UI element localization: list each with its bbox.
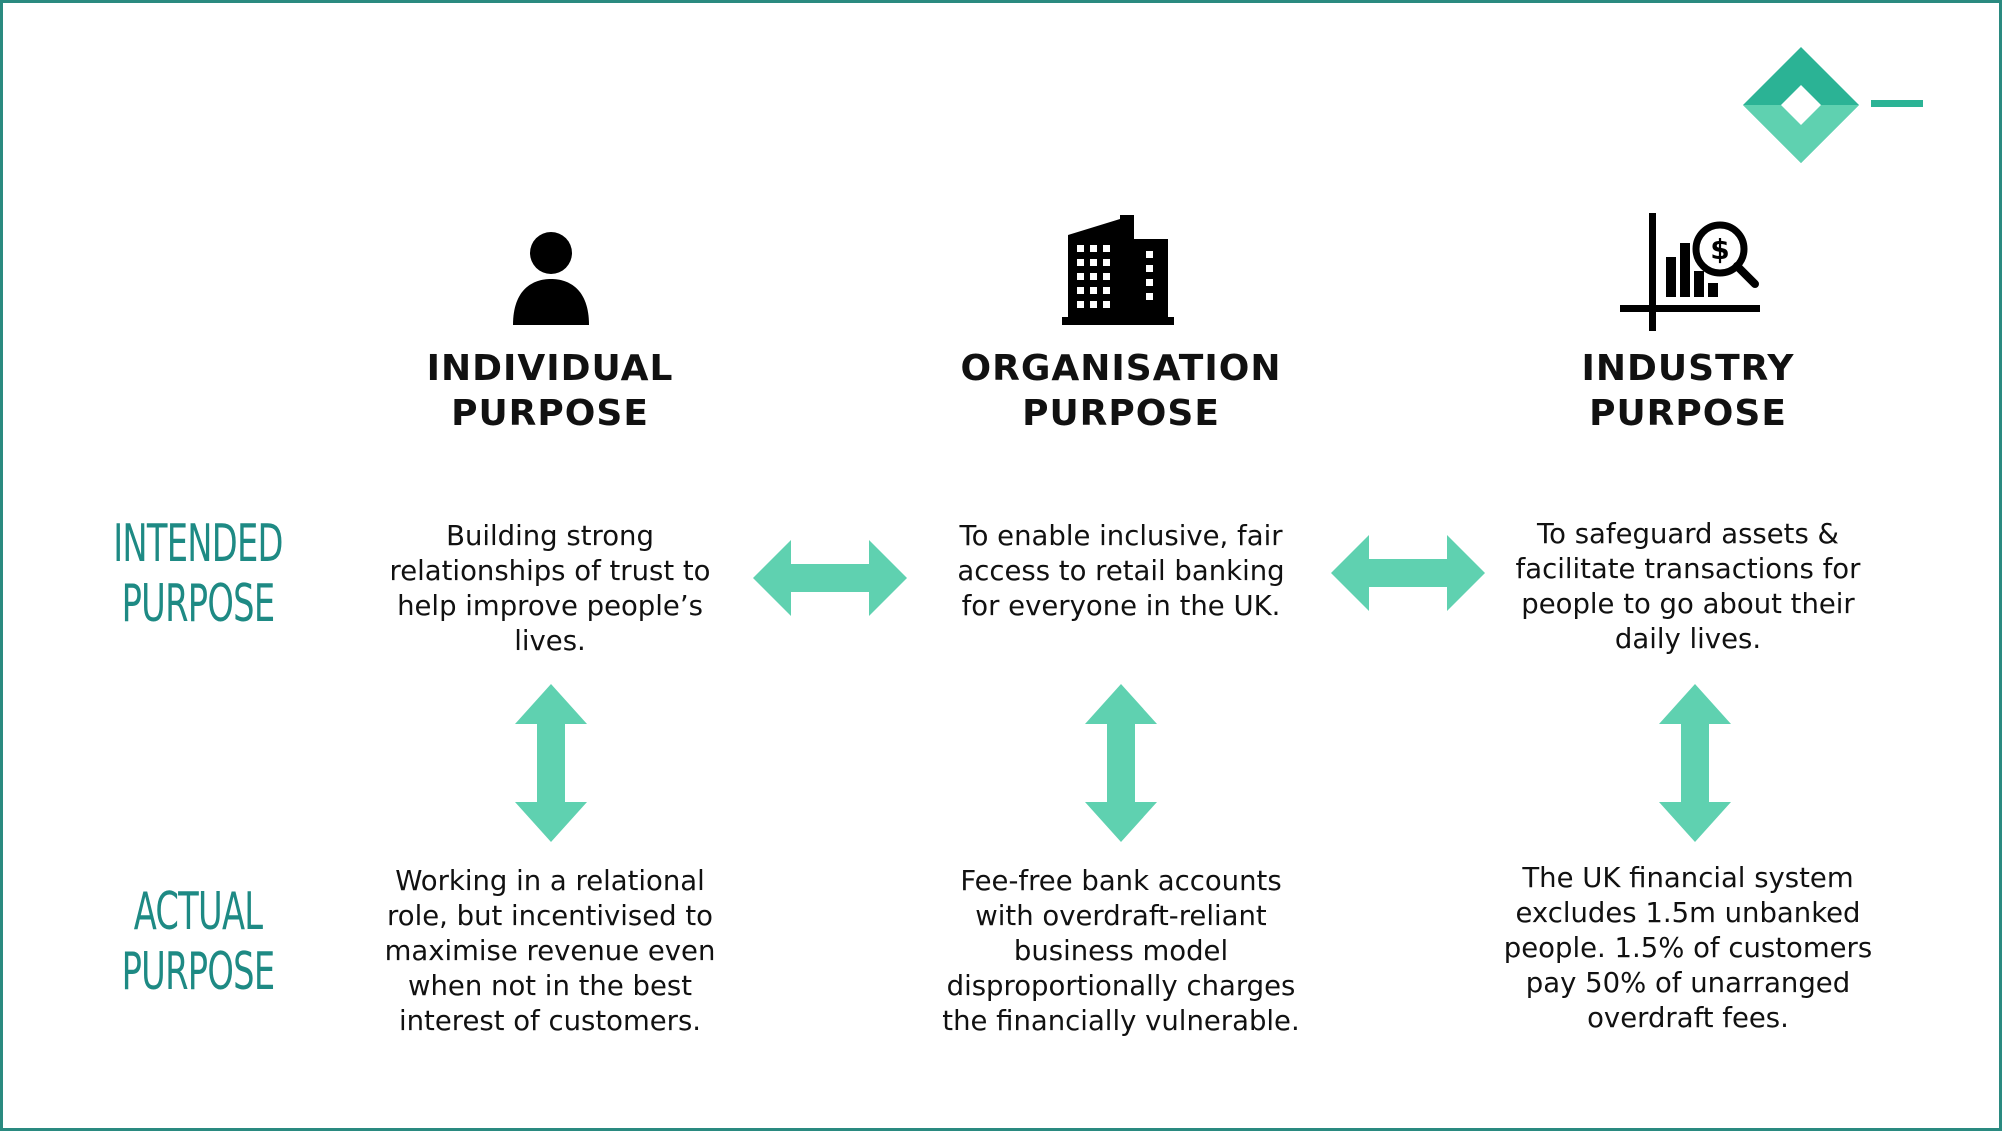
column-title-line: ORGANISATION [960,348,1282,389]
intended-individual-text: Building strong relationships of trust t… [350,519,750,659]
text-line: business model [1013,935,1229,967]
intended-organisation-text: To enable inclusive, fair access to reta… [921,519,1321,624]
text-line: access to retail banking [957,555,1285,587]
text-line: role, but incentivised to [387,900,713,932]
text-line: Working in a relational [395,865,705,897]
row-label-line: PURPOSE [121,574,276,634]
double-arrow-horizontal-icon [1331,535,1485,611]
text-line: when not in the best [408,970,692,1002]
text-line: facilitate transactions for [1515,553,1861,585]
row-label-line: ACTUAL [133,882,263,942]
row-label-intended: INTENDED PURPOSE [97,514,299,634]
row-label-line: INTENDED [113,514,283,574]
text-line: the financially vulnerable. [942,1005,1300,1037]
text-line: people. 1.5% of customers [1503,932,1873,964]
row-label-actual: ACTUAL PURPOSE [97,882,299,1002]
text-line: for everyone in the UK. [961,590,1281,622]
column-title-line: INDIVIDUAL [426,348,674,389]
row-label-line: PURPOSE [121,942,276,1002]
column-title-line: PURPOSE [1022,393,1220,434]
text-line: pay 50% of unarranged [1525,967,1851,999]
column-title-line: PURPOSE [451,393,649,434]
actual-industry-text: The UK financial system excludes 1.5m un… [1468,861,1908,1036]
text-line: maximise revenue even [384,935,716,967]
column-title-line: INDUSTRY [1581,348,1795,389]
text-line: disproportionally charges [946,970,1296,1002]
column-title-industry: INDUSTRY PURPOSE [1488,346,1888,436]
text-line: Fee-free bank accounts [960,865,1282,897]
svg-text:$: $ [1710,233,1729,266]
double-arrow-horizontal-icon [753,540,907,616]
actual-individual-text: Working in a relational role, but incent… [350,864,750,1039]
intended-industry-text: To safeguard assets & facilitate transac… [1488,517,1888,657]
double-arrow-vertical-icon [1659,684,1731,842]
text-line: relationships of trust to [389,555,711,587]
double-arrow-vertical-icon [1085,684,1157,842]
buildings-icon [1062,215,1174,325]
text-line: The UK financial system [1522,862,1854,894]
text-line: overdraft fees. [1587,1002,1789,1034]
text-line: help improve people’s [397,590,703,622]
finance-chart-icon: $ [1620,213,1760,331]
text-line: To safeguard assets & [1537,518,1839,550]
diamond-logo-icon [1743,47,1923,163]
double-arrow-vertical-icon [515,684,587,842]
person-icon [513,232,589,325]
text-line: To enable inclusive, fair [959,520,1283,552]
actual-organisation-text: Fee-free bank accounts with overdraft-re… [901,864,1341,1039]
text-line: with overdraft-reliant [975,900,1267,932]
column-title-line: PURPOSE [1589,393,1787,434]
text-line: lives. [514,625,586,657]
text-line: interest of customers. [398,1005,702,1037]
text-line: people to go about their [1521,588,1855,620]
text-line: Building strong [446,520,654,552]
text-line: excludes 1.5m unbanked [1515,897,1861,929]
column-title-individual: INDIVIDUAL PURPOSE [350,346,750,436]
column-title-organisation: ORGANISATION PURPOSE [921,346,1321,436]
text-line: daily lives. [1614,623,1762,655]
